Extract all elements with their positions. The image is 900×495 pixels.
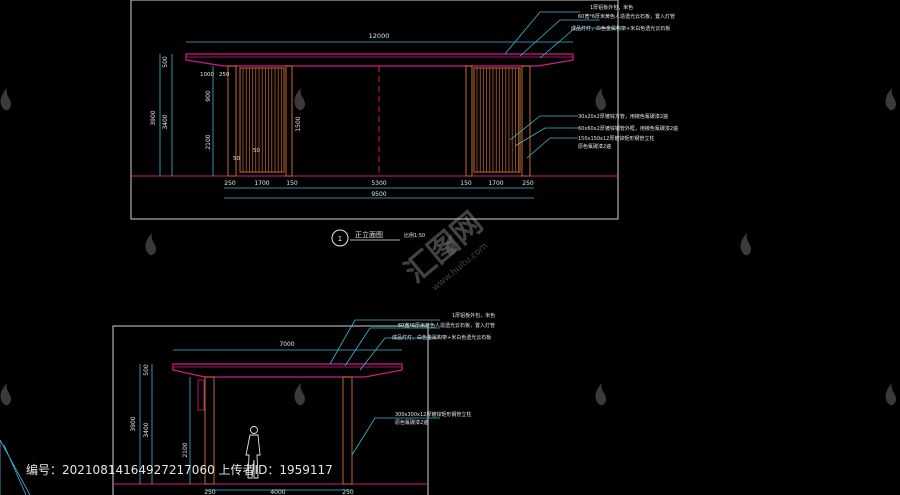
human-scale-figure <box>245 426 261 479</box>
side-note-top-3: 成品灯灯，白色金属构架+米白色透光云石板 <box>392 334 491 341</box>
side-note-top-1: 1厚铝板外包，米色 <box>452 312 495 319</box>
flame-logo-icon <box>740 233 751 256</box>
flame-logo-icon <box>145 233 156 256</box>
side-bottom-dim-3: 250 <box>342 489 354 495</box>
front-dim-1000: 1000 <box>200 72 214 78</box>
side-light-fixture <box>197 379 205 411</box>
front-dim-1500: 1500 <box>295 116 302 131</box>
side-dim-3400: 3400 <box>143 422 150 437</box>
front-right-column-outer <box>521 65 531 177</box>
front-dim-900: 900 <box>205 90 212 102</box>
front-note-mid-1: 30x20x2厚镀锌方管，用椒色氟碳漆2遍 <box>578 113 668 120</box>
footer-info: 编号：20210814164927217060 上传者ID：1959117 <box>26 461 333 478</box>
front-total-width: 9500 <box>371 191 386 198</box>
front-title-number: 1 <box>338 235 342 243</box>
front-elevation: 12000 500 3900 3400 900 2100 1500 1000 2… <box>130 0 678 247</box>
front-dim-3400: 3400 <box>162 114 169 129</box>
watermark-logos <box>0 88 896 406</box>
front-bottom-dimensions: 250 1700 150 5300 150 1700 250 <box>224 180 534 187</box>
front-dim-2100: 2100 <box>205 134 212 149</box>
front-note-top-1: 1厚铝板外包，米色 <box>590 4 633 11</box>
flame-logo-icon <box>294 383 305 406</box>
front-dim-50-b: 50 <box>253 148 260 154</box>
front-leader-4 <box>509 115 578 141</box>
louver-frame <box>473 67 521 173</box>
front-bottom-dim: 1700 <box>488 180 503 187</box>
side-sheet-frame <box>112 325 429 495</box>
side-right-column <box>342 376 353 485</box>
front-overall-length: 12000 <box>369 32 390 40</box>
front-leader-3 <box>539 27 620 59</box>
front-dim-50-a: 50 <box>233 156 240 162</box>
side-dim-500: 500 <box>143 364 150 376</box>
side-leader-1 <box>329 319 440 365</box>
front-louver-screens <box>239 67 521 173</box>
front-leader-6 <box>526 137 578 159</box>
side-leader-3 <box>359 337 440 371</box>
flame-logo-icon <box>294 88 305 111</box>
front-left-column-inner <box>285 65 293 177</box>
front-title-circle <box>331 229 349 247</box>
front-note-top-2: 60宽*6厚米黄色人造透光云石板，置入灯管 <box>578 13 675 20</box>
side-roof-slab <box>172 363 403 378</box>
flame-logo-icon <box>0 383 11 406</box>
front-note-mid-4: 原色氟碳漆2遍 <box>578 143 611 150</box>
uploader-label: 上传者ID： <box>218 463 280 477</box>
front-title: 正立面图 <box>355 230 383 239</box>
side-dim-2100: 2100 <box>182 442 189 457</box>
id-label: 编号： <box>26 463 63 477</box>
side-leader-4 <box>351 417 440 456</box>
front-bottom-dim: 1700 <box>254 180 269 187</box>
front-bottom-dim: 150 <box>286 180 298 187</box>
front-bottom-dim: 250 <box>522 180 534 187</box>
flame-logo-icon <box>595 88 606 111</box>
front-right-column-inner <box>465 65 473 177</box>
front-note-mid-2: 60x60x2厚镀锌钢管外框，用椒色氟碳漆2遍 <box>578 125 678 132</box>
front-leader-5 <box>514 127 578 147</box>
side-note-top-2: 60宽*6厚米黄色人造透光云石板，置入灯管 <box>398 322 495 329</box>
front-roof-slab <box>185 53 574 67</box>
flame-logo-icon <box>445 233 456 256</box>
side-overall-length: 7000 <box>279 341 294 348</box>
side-note-mid-1: 300x300x12厚镀锌矩形钢管立柱 <box>395 411 471 418</box>
flame-logo-icon <box>0 88 11 111</box>
side-left-column <box>204 376 215 485</box>
side-bottom-dim-2: 4000 <box>270 489 285 495</box>
front-bottom-dim: 5300 <box>371 180 386 187</box>
front-sheet-frame <box>130 0 619 220</box>
uploader-value: 1959117 <box>279 463 333 477</box>
front-bottom-dim: 250 <box>224 180 236 187</box>
front-leader-1 <box>504 11 580 55</box>
front-left-column-outer <box>227 65 237 177</box>
flame-logo-icon <box>885 88 896 111</box>
corner-triangle-mark <box>0 439 31 495</box>
flame-logo-icon <box>595 383 606 406</box>
id-value: 20210814164927217060 <box>62 463 215 477</box>
front-dim-250-top: 250 <box>219 72 230 78</box>
flame-logo-icon <box>885 383 896 406</box>
side-bottom-dim-1: 250 <box>204 489 216 495</box>
side-elevation: 7000 500 3900 3400 2100 250 4000 250 1厚铝… <box>112 312 495 495</box>
front-dim-top-500: 500 <box>162 56 169 68</box>
side-note-mid-2: 原色氟碳漆2遍 <box>395 419 428 426</box>
front-note-top-3: 成品灯灯，白色金属构架+米白色透光云石板 <box>571 25 670 32</box>
front-note-mid-3: 150x150x12厚镀锌矩形钢管立柱 <box>578 135 654 142</box>
front-leader-2 <box>519 19 600 57</box>
front-dim-3900: 3900 <box>150 110 157 125</box>
side-dim-3900: 3900 <box>130 416 137 431</box>
front-scale: 比例1:50 <box>404 232 425 239</box>
front-bottom-dim: 150 <box>460 180 472 187</box>
side-leader-2 <box>344 327 440 367</box>
